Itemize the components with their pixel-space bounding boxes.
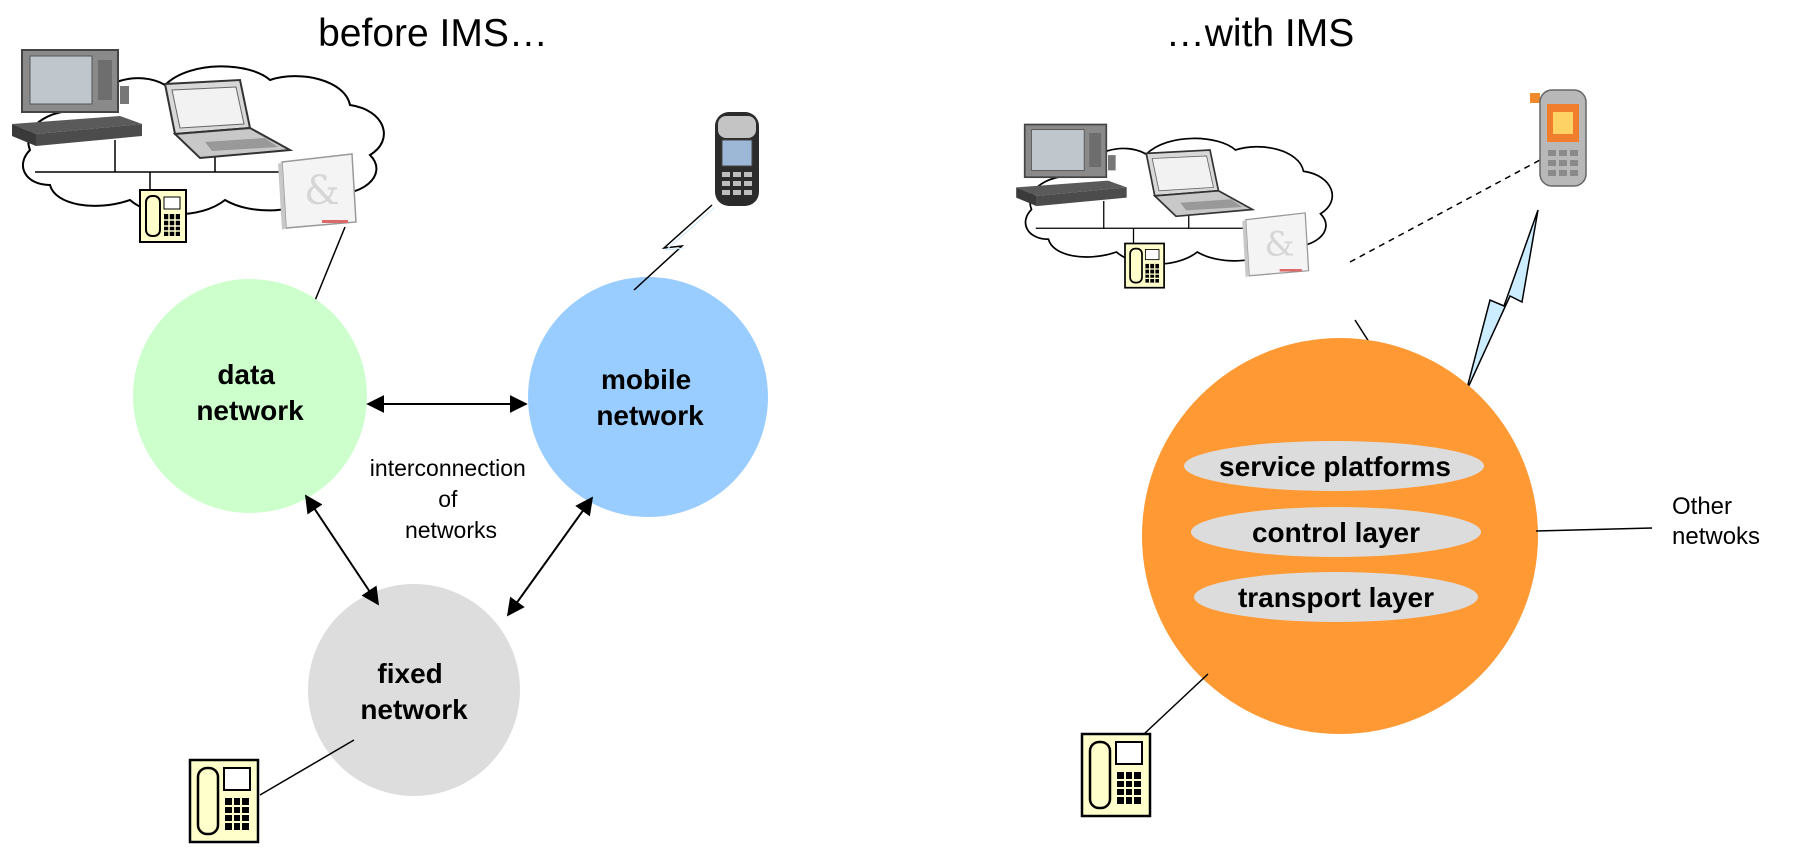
interconnection-label-3: networks [405, 517, 497, 543]
left-title: before IMS… [318, 12, 548, 55]
svg-text:mobile network: mobile network [596, 364, 704, 431]
svg-text:data network: data network [196, 359, 304, 426]
control-layer-label: control layer [1252, 517, 1420, 548]
lightning-icon [633, 204, 713, 291]
mobile-network-node [528, 277, 768, 517]
fixed-network-label-1: fixed [377, 658, 442, 689]
service-platforms-band [1184, 441, 1484, 491]
mobile-network-label-2: network [596, 400, 704, 431]
mobile-fixed-link [506, 496, 594, 617]
fixed-network-node [308, 584, 520, 796]
right-home-network [1015, 123, 1334, 289]
other-networks-label-1: Other [1672, 493, 1732, 520]
mobile-network-label-1: mobile [601, 364, 691, 395]
data-network-label-1: data [217, 359, 275, 390]
svg-text:fixed network: fixed network [360, 658, 468, 725]
data-network-label-2: network [196, 395, 304, 426]
other-networks-label-2: netwoks [1672, 523, 1760, 550]
data-network-node [133, 279, 367, 513]
mobile-phone-icon [715, 112, 759, 206]
data-fixed-link [305, 494, 379, 606]
svg-text:Other netwoks: Other netwoks [1672, 493, 1760, 550]
fixed-network-label-2: network [360, 694, 468, 725]
left-home-network [11, 49, 385, 243]
lightning-icon [1465, 209, 1539, 393]
interconnection-label-1: interconnection [370, 455, 526, 481]
transport-layer-label: transport layer [1238, 582, 1434, 613]
transport-layer-band [1194, 572, 1478, 622]
interconnection-label-2: of [438, 486, 458, 512]
desk-phone-icon [1080, 732, 1152, 818]
control-layer-band [1191, 507, 1481, 557]
mobile-phone-icon [1530, 89, 1587, 187]
right-title: …with IMS [1166, 12, 1355, 55]
wifi-link [1349, 159, 1541, 263]
desk-phone-icon [188, 758, 260, 844]
service-platforms-label: service platforms [1219, 451, 1451, 482]
svg-text:interconnection of net: interconnection of networks [370, 455, 532, 543]
